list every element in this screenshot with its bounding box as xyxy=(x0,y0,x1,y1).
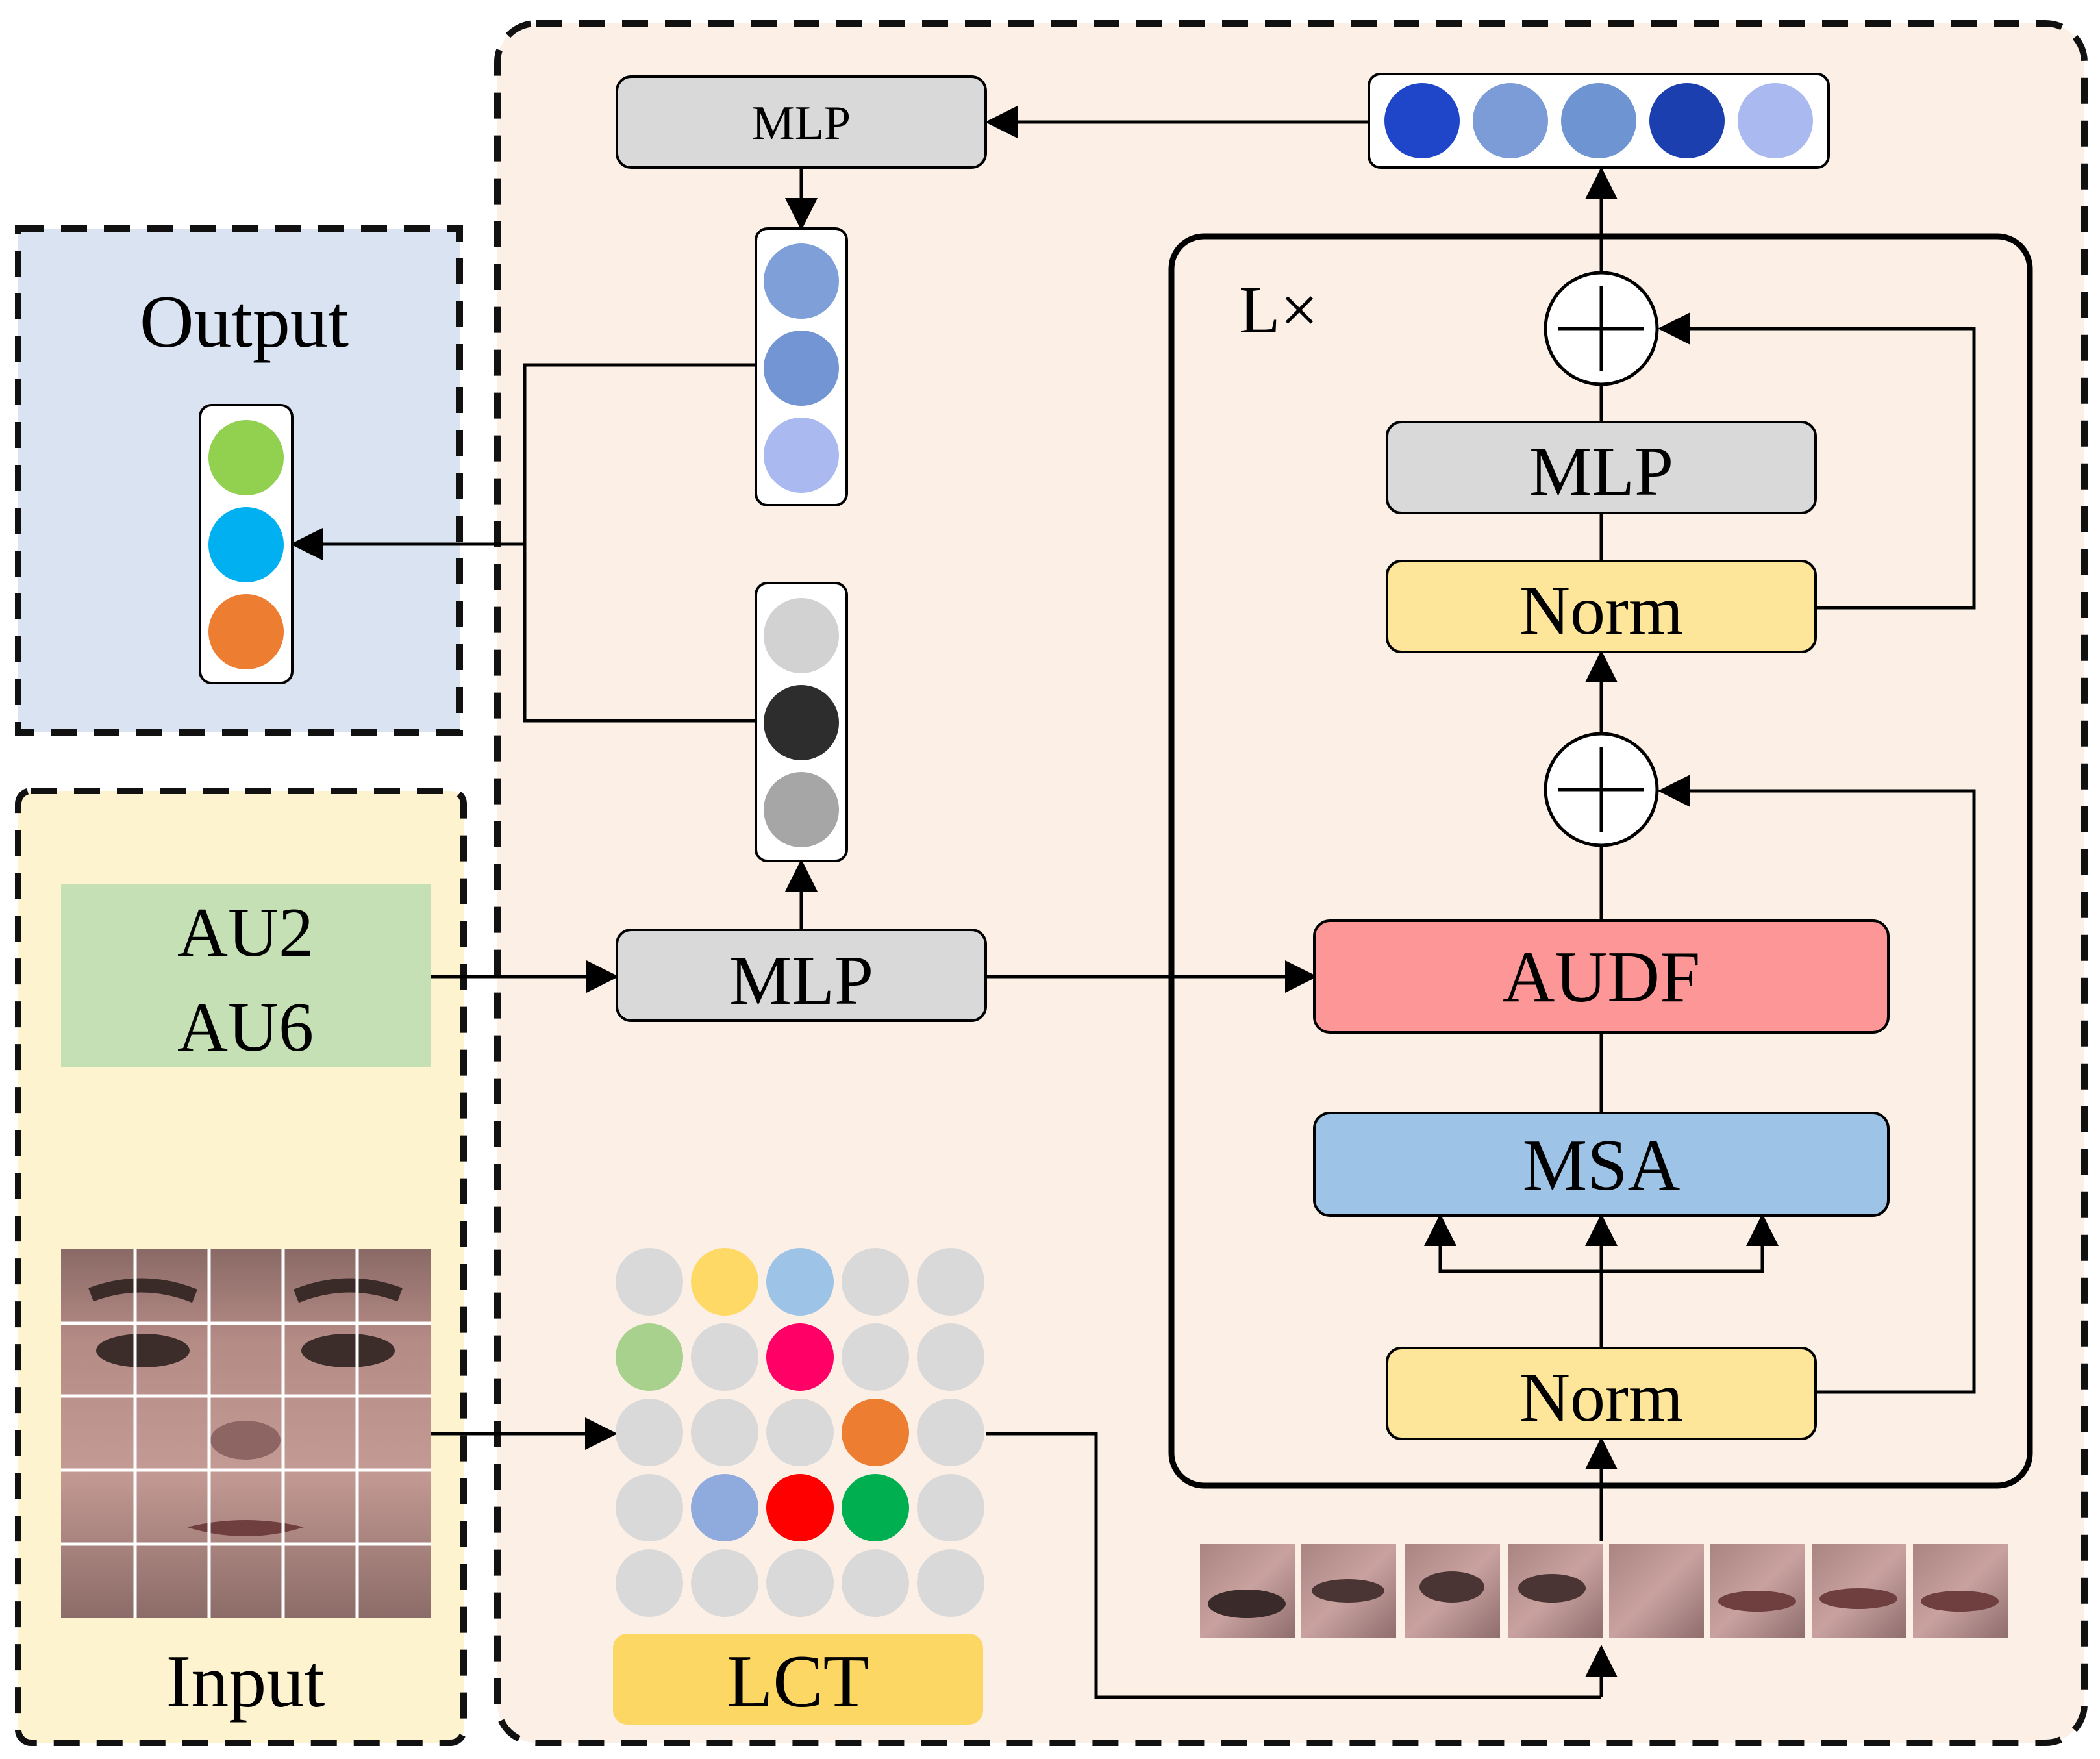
top-token-vector-token xyxy=(1561,83,1636,158)
mlp-transformer-label: MLP xyxy=(1529,433,1673,510)
mlp-mid-label: MLP xyxy=(729,942,873,1019)
lct-box: LCT xyxy=(613,1634,983,1725)
lower-token-vector-token xyxy=(764,685,839,760)
upper-token-vector xyxy=(755,227,848,506)
face-image xyxy=(61,1249,431,1618)
patch-strip xyxy=(1200,1544,2008,1638)
top-token-vector-token xyxy=(1738,83,1813,158)
lct-token xyxy=(616,1323,683,1391)
lct-token xyxy=(691,1323,758,1391)
lct-token xyxy=(766,1549,834,1617)
output-token-vector xyxy=(199,404,294,684)
mlp-top-label: MLP xyxy=(752,97,851,150)
au-label-line2: AU6 xyxy=(177,989,314,1066)
lct-token xyxy=(766,1248,834,1316)
lct-token xyxy=(691,1399,758,1466)
output-title: Output xyxy=(140,281,349,364)
lower-token-vector xyxy=(755,582,848,862)
lct-token xyxy=(917,1549,984,1617)
mlp-transformer-box: MLP xyxy=(1386,421,1817,514)
lower-token-vector-token xyxy=(764,598,839,673)
lct-token xyxy=(842,1399,909,1466)
audf-box: AUDF xyxy=(1313,919,1890,1034)
lct-token xyxy=(917,1474,984,1541)
audf-label: AUDF xyxy=(1503,937,1701,1017)
output-token-vector-token xyxy=(208,594,284,669)
msa-label: MSA xyxy=(1523,1125,1681,1206)
lct-token xyxy=(766,1399,834,1466)
lct-token xyxy=(616,1549,683,1617)
au-label-line1: AU2 xyxy=(177,894,314,971)
lct-token xyxy=(842,1323,909,1391)
lct-label: LCT xyxy=(727,1640,869,1723)
norm-bottom-box: Norm xyxy=(1386,1347,1817,1440)
upper-token-vector-token xyxy=(764,418,839,493)
lct-token xyxy=(616,1248,683,1316)
norm-top-box: Norm xyxy=(1386,560,1817,653)
top-token-vector xyxy=(1368,73,1830,169)
input-title: Input xyxy=(166,1640,325,1723)
add-circle-bottom xyxy=(1544,732,1659,847)
top-token-vector-token xyxy=(1384,83,1460,158)
top-token-vector-token xyxy=(1649,83,1725,158)
lct-token xyxy=(842,1549,909,1617)
norm-bottom-label: Norm xyxy=(1519,1359,1683,1436)
lct-token xyxy=(842,1474,909,1541)
lct-token xyxy=(691,1248,758,1316)
lct-token xyxy=(766,1474,834,1541)
lower-token-vector-token xyxy=(764,772,839,847)
lct-token xyxy=(917,1323,984,1391)
au-box: AU2 AU6 xyxy=(61,884,431,1067)
upper-token-vector-token xyxy=(764,243,839,319)
lct-token xyxy=(842,1248,909,1316)
mlp-top-box: MLP xyxy=(616,75,987,169)
repeat-label: L× xyxy=(1239,273,1318,347)
msa-box: MSA xyxy=(1313,1112,1890,1217)
lct-token xyxy=(691,1474,758,1541)
output-token-vector-token xyxy=(208,507,284,582)
lct-token xyxy=(616,1399,683,1466)
norm-top-label: Norm xyxy=(1519,572,1683,649)
add-circle-top xyxy=(1544,271,1659,386)
lct-token xyxy=(616,1474,683,1541)
lct-token xyxy=(917,1399,984,1466)
output-token-vector-token xyxy=(208,420,284,495)
upper-token-vector-token xyxy=(764,331,839,406)
top-token-vector-token xyxy=(1473,83,1548,158)
mlp-mid-box: MLP xyxy=(616,929,987,1022)
connectors xyxy=(290,106,1976,1699)
lct-token xyxy=(917,1248,984,1316)
lct-token xyxy=(766,1323,834,1391)
lct-token xyxy=(691,1549,758,1617)
